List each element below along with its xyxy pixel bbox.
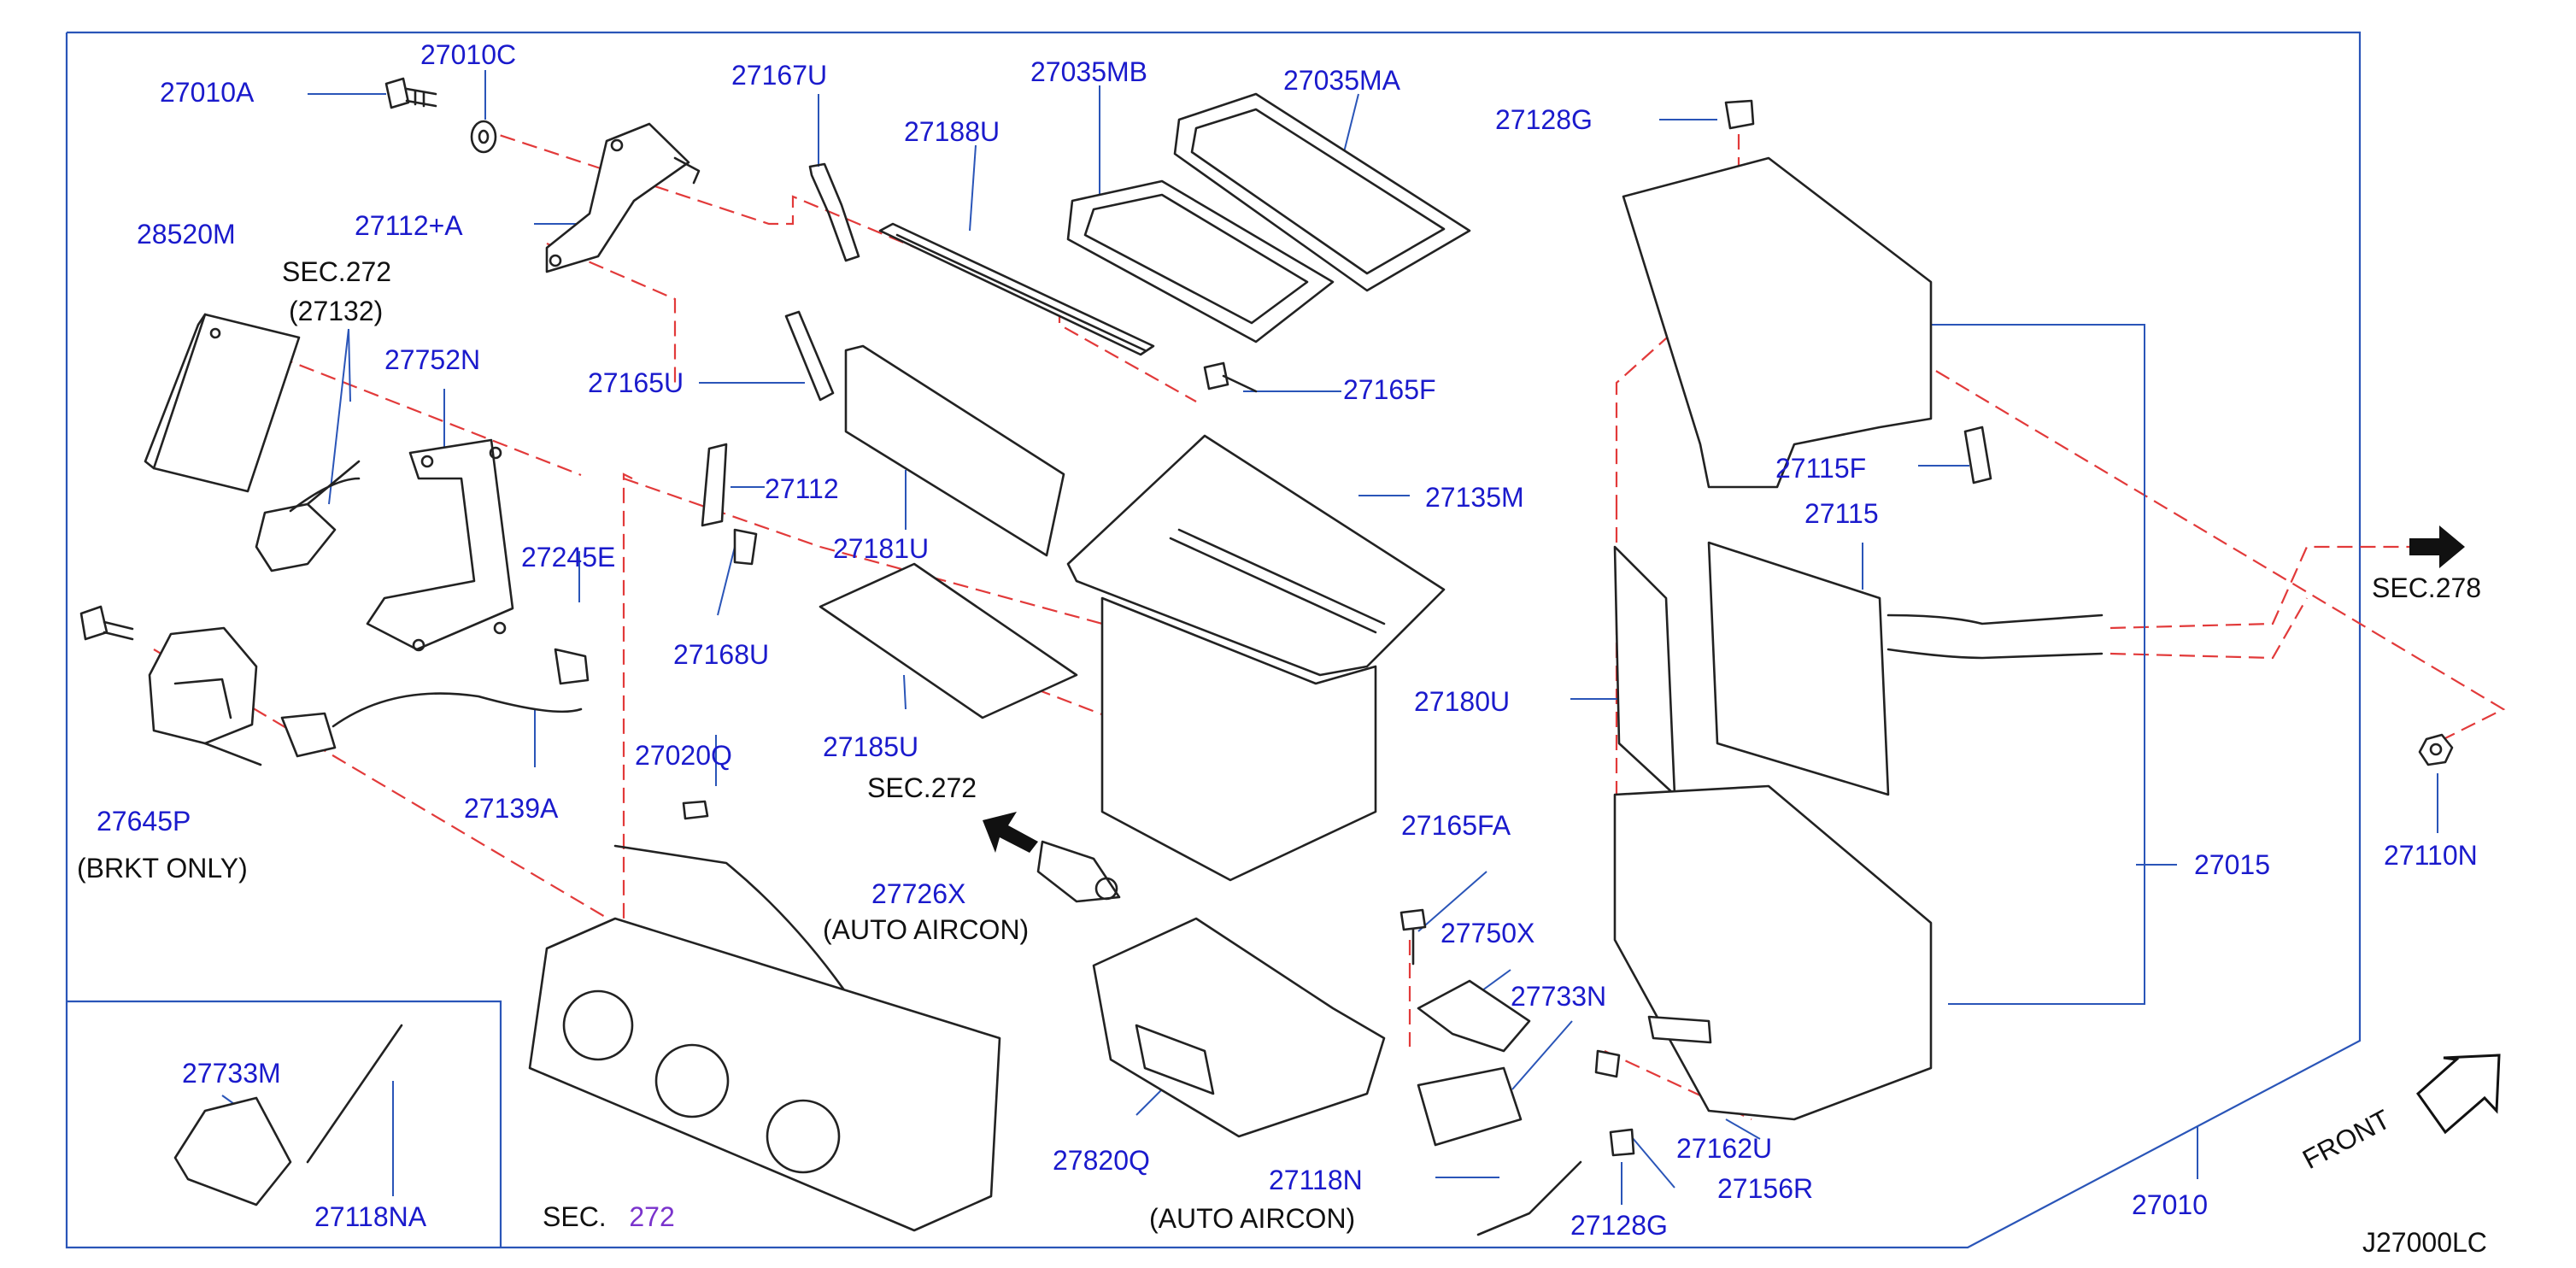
label-27162U: 27162U — [1676, 1133, 1773, 1164]
diagram-code: J27000LC — [2362, 1227, 2487, 1258]
bracket-27733M — [173, 1096, 292, 1206]
screw-27165FA — [1399, 908, 1427, 966]
diagram-frame — [65, 31, 2362, 1249]
rod-27118NA — [306, 1024, 403, 1164]
label-27118NA: 27118NA — [314, 1201, 427, 1232]
screw-27165F — [1203, 361, 1258, 393]
label-27167U: 27167U — [731, 60, 828, 91]
label-auto-aircon-2: (AUTO AIRCON) — [1149, 1203, 1356, 1234]
sec278-arrow — [2409, 525, 2465, 568]
lever-27162U — [1647, 1015, 1712, 1044]
seal-27035MB — [1066, 179, 1335, 343]
clip-27168U — [733, 528, 758, 566]
label-27010: 27010 — [2132, 1189, 2208, 1220]
label-27750X: 27750X — [1441, 918, 1535, 948]
bracket-27112A — [545, 122, 701, 273]
duct-27820Q — [1092, 917, 1386, 1138]
label-27165U: 27165U — [588, 367, 684, 398]
label-27645P: 27645P — [97, 806, 191, 837]
case-upper — [1622, 156, 1933, 489]
sec-bottom-prefix: SEC. — [543, 1201, 607, 1232]
label-27168U: 27168U — [673, 639, 770, 670]
label-27010C: 27010C — [420, 39, 517, 70]
label-27181U: 27181U — [833, 533, 930, 564]
label-27165F: 27165F — [1343, 374, 1436, 405]
label-27752N: 27752N — [384, 344, 481, 375]
label-sec272-a: SEC.272 — [282, 256, 392, 287]
label-27135M: 27135M — [1425, 482, 1524, 513]
label-27733N: 27733N — [1511, 981, 1607, 1012]
clip-27167U — [808, 162, 860, 262]
case-27135M — [1066, 434, 1446, 882]
screw-27128G — [1724, 99, 1755, 130]
label-27115F: 27115F — [1775, 453, 1867, 484]
inset-frame — [67, 1000, 502, 1247]
washer-27010C — [470, 120, 497, 154]
harness-27139A — [280, 692, 583, 758]
clip-27112 — [701, 443, 728, 527]
label-27118N: 27118N — [1269, 1165, 1363, 1195]
sec272-arrow — [983, 812, 1038, 853]
bolt-27645P — [79, 605, 134, 641]
label-auto-aircon-1: (AUTO AIRCON) — [823, 914, 1030, 945]
label-27139A: 27139A — [464, 793, 559, 824]
clip-27156R — [1594, 1049, 1621, 1078]
label-27726X: 27726X — [871, 878, 966, 909]
screw-27128G-bottom — [1609, 1128, 1635, 1157]
label-27112: 27112 — [765, 473, 839, 504]
label-28520M: 28520M — [137, 219, 236, 249]
label-27035MA: 27035MA — [1283, 65, 1400, 96]
filter-27188U — [878, 222, 1155, 356]
label-27733M: 27733M — [182, 1058, 281, 1089]
label-27180U: 27180U — [1414, 686, 1511, 717]
label-27245E: 27245E — [521, 542, 616, 572]
rod-27118N — [1476, 1160, 1582, 1236]
core-27115 — [1707, 541, 2104, 796]
actuator-27726X — [1036, 840, 1121, 903]
label-27156R: 27156R — [1717, 1173, 1814, 1204]
connector-27132 — [255, 460, 361, 572]
clip-27165U — [784, 310, 835, 402]
bracket-27752N — [366, 438, 514, 652]
label-27185U: 27185U — [823, 731, 919, 762]
label-27010A: 27010A — [160, 77, 255, 108]
nut-27110N — [2418, 733, 2454, 766]
label-27165FA: 27165FA — [1401, 810, 1511, 841]
sec-bottom-number: 272 — [629, 1201, 675, 1232]
label-sec-bottom: SEC. 272 — [543, 1203, 675, 1230]
label-27015: 27015 — [2194, 849, 2270, 880]
filter-27185U — [819, 562, 1078, 719]
cover-27115F — [1963, 426, 1992, 484]
label-27820Q: 27820Q — [1053, 1145, 1150, 1176]
label-sec278: SEC.278 — [2372, 572, 2482, 603]
control-panel — [528, 917, 1001, 1232]
sensor-27245E — [554, 648, 590, 685]
filter-27181U — [844, 344, 1065, 557]
label-27115: 27115 — [1804, 498, 1879, 529]
seal-27035MA — [1173, 92, 1471, 292]
bracket-27645P — [148, 626, 262, 766]
label-27110N: 27110N — [2384, 840, 2478, 871]
box-28520M — [144, 313, 301, 493]
label-27035MB: 27035MB — [1030, 56, 1147, 87]
bolt-27010A — [384, 77, 437, 109]
label-brkt-only: (BRKT ONLY) — [77, 853, 248, 883]
case-lower — [1613, 784, 1933, 1121]
label-27020Q: 27020Q — [635, 740, 732, 771]
label-27128G-bottom: 27128G — [1570, 1210, 1668, 1241]
label-27188U: 27188U — [904, 116, 1000, 147]
seal-27180U — [1613, 545, 1676, 796]
label-27132: (27132) — [289, 296, 384, 326]
bracket-27750X — [1417, 979, 1531, 1053]
front-arrow — [2415, 1054, 2501, 1135]
label-27112A: 27112+A — [355, 210, 463, 241]
label-sec272-b: SEC.272 — [867, 772, 977, 803]
label-27128G-top: 27128G — [1495, 104, 1593, 135]
module-27733N — [1417, 1066, 1523, 1147]
